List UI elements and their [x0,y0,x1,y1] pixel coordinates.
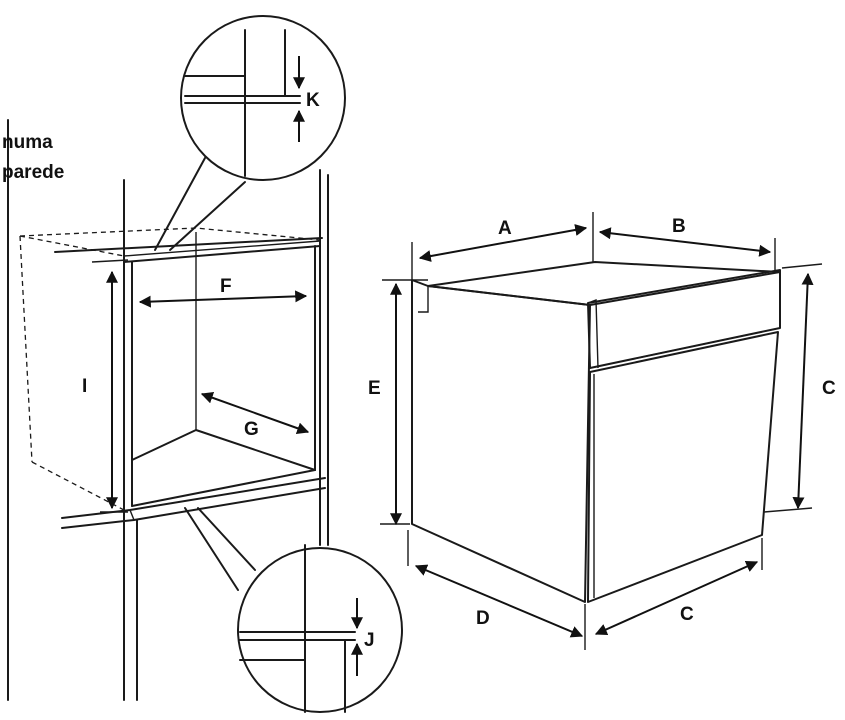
label-d: D [476,608,490,629]
label-k: K [306,90,320,111]
detail-j-callout: J [184,507,403,713]
niche-dimensions: I F G [82,259,310,513]
label-j: J [364,630,375,651]
label-c-bottom: C [680,604,694,625]
label-g: G [244,419,259,440]
oven-dimensions: A B E C D C [368,212,836,650]
label-b: B [672,216,686,237]
caption-line-1: numa [2,132,53,153]
detail-k-callout: K [154,15,346,251]
label-e: E [368,378,381,399]
label-c-side: C [822,378,836,399]
label-f: F [220,276,232,297]
oven-body [411,261,781,603]
label-i: I [82,376,87,397]
caption-line-2: parede [2,162,64,183]
cabinet-niche [7,119,329,701]
label-a: A [498,218,512,239]
